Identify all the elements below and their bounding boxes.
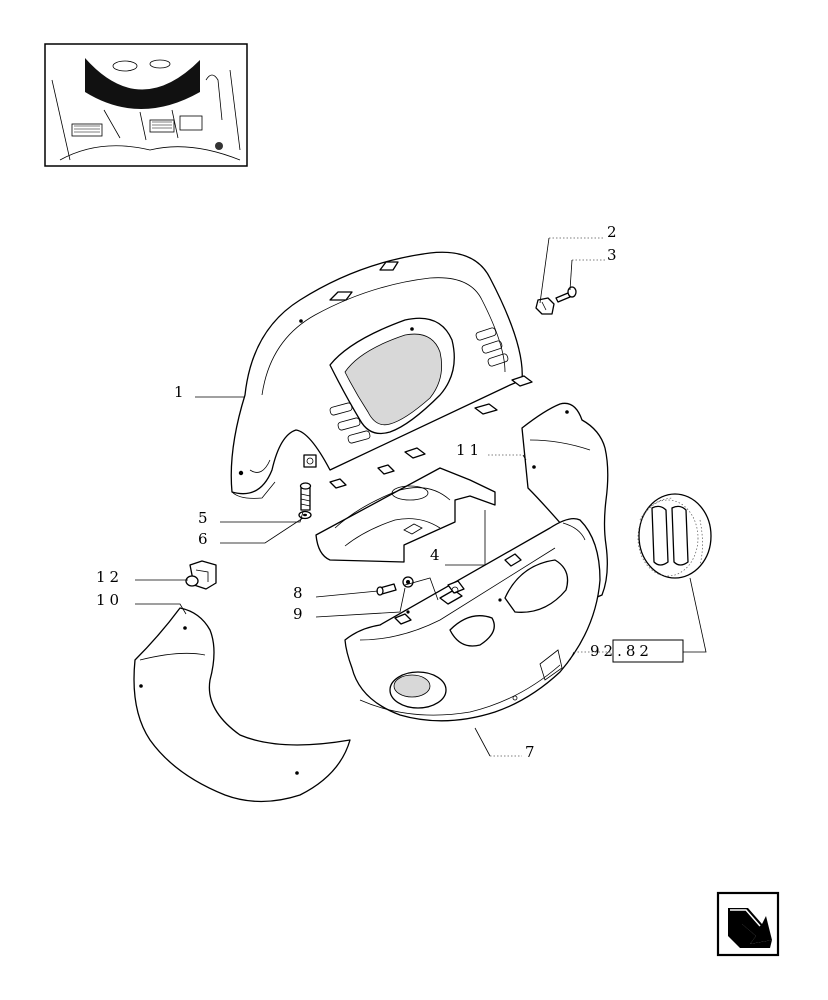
callout-8: 8 [293, 584, 307, 602]
callout-5: 5 [198, 509, 212, 527]
callout-1: 1 [174, 383, 188, 401]
leader-lines [135, 237, 707, 757]
callout-2: 2 [607, 223, 621, 241]
part-9-washer [402, 576, 414, 588]
part-4-bracket [315, 467, 496, 563]
part-3-screw [555, 286, 577, 303]
part-2-clip [535, 297, 555, 315]
part-6-washer [298, 510, 312, 520]
callout-11: 11 [456, 441, 483, 459]
reference-label: 92.82 [590, 642, 653, 660]
callout-12: 12 [96, 568, 123, 586]
location-thumbnail [44, 43, 248, 167]
callout-10: 10 [96, 591, 123, 609]
part-8-screw [376, 583, 397, 596]
part-10-left-side-panel [133, 607, 351, 803]
callout-3: 3 [607, 246, 621, 264]
part-7-lower-housing [344, 517, 601, 722]
callout-4: 4 [430, 546, 444, 564]
callout-6: 6 [198, 530, 212, 548]
part-1-upper-dash-cover [230, 251, 533, 499]
reference-part-gauge-panel [637, 493, 712, 579]
reference-box [612, 639, 684, 663]
callout-9: 9 [293, 605, 307, 623]
next-page-arrow-icon[interactable] [716, 891, 780, 957]
part-5-screw [299, 482, 312, 511]
part-12-clip [185, 560, 217, 590]
callout-7: 7 [525, 743, 539, 761]
